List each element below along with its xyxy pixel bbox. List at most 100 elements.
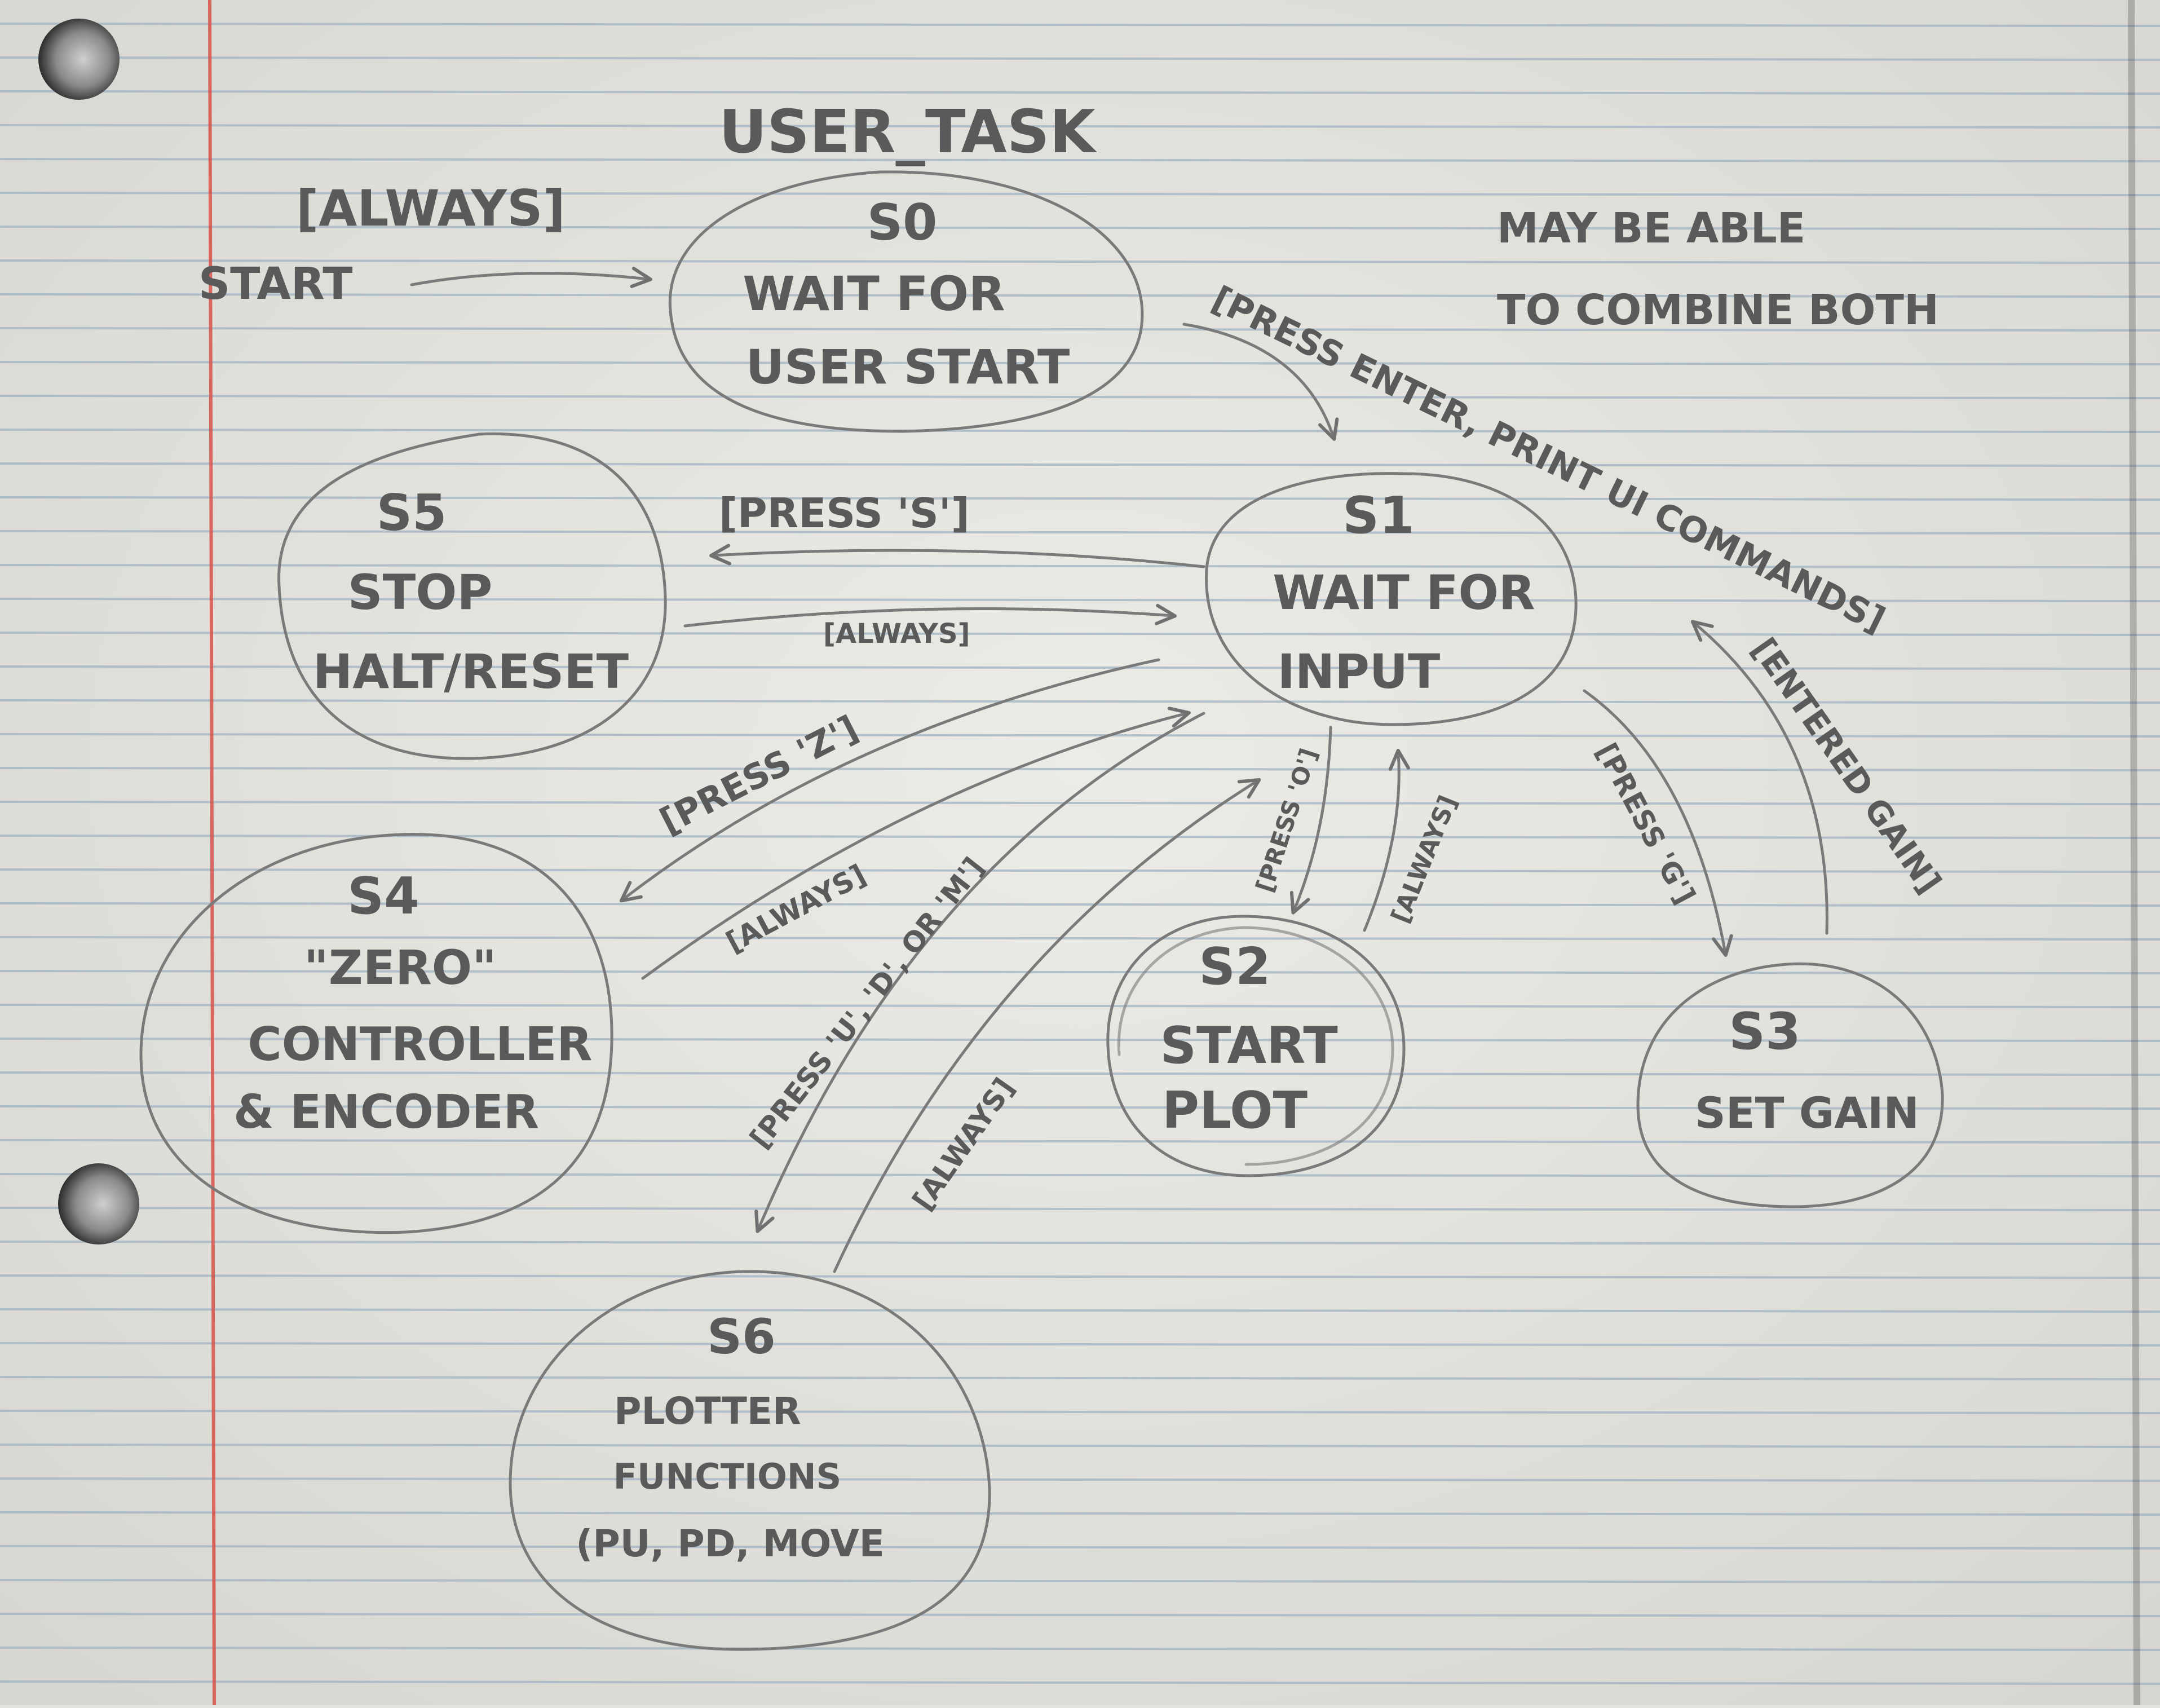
state-s6-line-3: (PU, PD, MOVE — [576, 1522, 885, 1565]
ruled-line — [0, 1647, 2160, 1651]
transition-label-s1-s5: [PRESS 'S'] — [719, 489, 970, 537]
ruled-line — [0, 1477, 2160, 1482]
ruled-line — [0, 1173, 2160, 1177]
state-s4-outline — [139, 833, 613, 1234]
transition-label-s5-s1: [ALWAYS] — [823, 618, 970, 650]
ruled-line — [0, 496, 2160, 501]
ruled-line — [0, 1511, 2160, 1516]
ruled-line — [0, 1444, 2160, 1448]
ruled-line — [0, 1105, 2160, 1110]
ruled-line — [0, 90, 2160, 95]
transition-arrow-s1-s3 — [1583, 689, 1733, 957]
ruled-line — [0, 530, 2160, 535]
start-label: START — [198, 259, 352, 310]
ruled-line — [0, 23, 2160, 27]
state-s4-line-2: CONTROLLER — [248, 1018, 593, 1071]
ruled-line — [0, 801, 2160, 805]
transition-arrow-s3-s1 — [1690, 620, 1828, 935]
ruled-line — [0, 226, 2160, 230]
ruled-line — [0, 1071, 2160, 1076]
state-s3-line-1: SET GAIN — [1695, 1088, 1919, 1138]
transition-arrows — [619, 323, 1828, 1273]
binder-hole-top — [38, 19, 120, 100]
state-s2: S2 START PLOT — [1106, 915, 1406, 1177]
state-s1-line-2: INPUT — [1278, 644, 1441, 699]
state-s2-outline-retrace — [1117, 926, 1394, 1166]
ruled-line — [0, 835, 2160, 839]
ruled-line — [0, 158, 2160, 162]
ruled-line — [0, 1680, 2160, 1685]
transition-arrow-s1-s6 — [754, 712, 1205, 1233]
state-s2-line-1: START — [1160, 1016, 1338, 1075]
state-s0-line-1: WAIT FOR — [743, 266, 1005, 321]
state-s0-line-2: USER START — [746, 339, 1070, 395]
ruled-line — [0, 1545, 2160, 1550]
ruled-line — [0, 665, 2160, 670]
state-s4-line-1: "ZERO" — [304, 940, 497, 995]
diagram-title: USER_TASK — [719, 98, 1097, 166]
ruled-line — [0, 1342, 2160, 1347]
state-s5-outline — [277, 432, 667, 760]
state-s1: S1 WAIT FOR INPUT — [1205, 472, 1578, 726]
state-s1-outline — [1205, 472, 1578, 726]
side-note: MAY BE ABLE TO COMBINE BOTH — [1497, 204, 1939, 334]
transition-arrow-start-s0 — [410, 267, 652, 288]
binder-hole-bottom — [58, 1163, 139, 1244]
ruled-line — [0, 361, 2160, 365]
state-s2-id: S2 — [1199, 937, 1270, 996]
state-s2-line-2: PLOT — [1162, 1081, 1308, 1140]
ruled-line — [0, 1207, 2160, 1211]
state-s6-id: S6 — [707, 1309, 776, 1365]
ruled-line — [0, 192, 2160, 196]
ruled-line — [0, 429, 2160, 433]
ruled-line — [0, 124, 2160, 129]
transition-arrow-s5-s1 — [683, 603, 1177, 628]
ruled-line — [0, 1274, 2160, 1279]
ruled-line — [0, 1410, 2160, 1414]
transition-arrow-s2-s1 — [1363, 749, 1410, 932]
transition-label-start-s0: [ALWAYS] — [296, 179, 566, 237]
state-s3-id: S3 — [1729, 1002, 1800, 1061]
transition-arrow-s6-s1 — [833, 778, 1261, 1273]
ruled-line — [0, 293, 2160, 298]
ruled-line — [0, 259, 2160, 264]
state-s5: S5 STOP HALT/RESET — [277, 432, 667, 760]
state-s6: S6 PLOTTER FUNCTIONS (PU, PD, MOVE — [509, 1270, 991, 1651]
note-line-1: MAY BE ABLE — [1497, 204, 1805, 253]
ruled-line — [0, 902, 2160, 907]
diagram-title-group: USER_TASK — [719, 98, 1097, 166]
transition-arrow-s1-s4 — [619, 658, 1160, 903]
ruled-line — [0, 699, 2160, 704]
ruled-line — [0, 1241, 2160, 1245]
ruled-line — [0, 1004, 2160, 1008]
state-s5-line-1: STOP — [348, 564, 493, 621]
transition-arrow-s1-s5 — [709, 544, 1205, 568]
transition-arrow-s4-s1 — [641, 707, 1191, 980]
ruled-line — [0, 327, 2160, 332]
ruled-line — [0, 970, 2160, 974]
states: S0 WAIT FOR USER START S1 WAIT FOR INPUT… — [139, 170, 1944, 1651]
ruled-line — [0, 462, 2160, 467]
transition-arrow-s1-s2 — [1289, 726, 1332, 915]
ruled-line — [0, 1139, 2160, 1144]
margin-line — [208, 0, 216, 1706]
start-entry: START [ALWAYS] — [198, 179, 652, 310]
ruled-line — [0, 1308, 2160, 1313]
state-s2-outline — [1106, 915, 1406, 1177]
state-s0: S0 WAIT FOR USER START — [668, 170, 1144, 433]
ruled-line — [0, 598, 2160, 602]
state-s6-line-2: FUNCTIONS — [613, 1456, 842, 1497]
state-s0-id: S0 — [867, 193, 938, 251]
state-s1-id: S1 — [1342, 486, 1414, 545]
state-s0-outline — [668, 170, 1144, 433]
state-s1-line-1: WAIT FOR — [1273, 565, 1535, 620]
ruled-line — [0, 868, 2160, 873]
ruled-line — [0, 56, 2160, 61]
ruled-line — [0, 936, 2160, 941]
ruled-line — [0, 1038, 2160, 1042]
state-s6-line-1: PLOTTER — [614, 1389, 801, 1433]
state-s4-line-3: & ENCODER — [233, 1085, 539, 1139]
